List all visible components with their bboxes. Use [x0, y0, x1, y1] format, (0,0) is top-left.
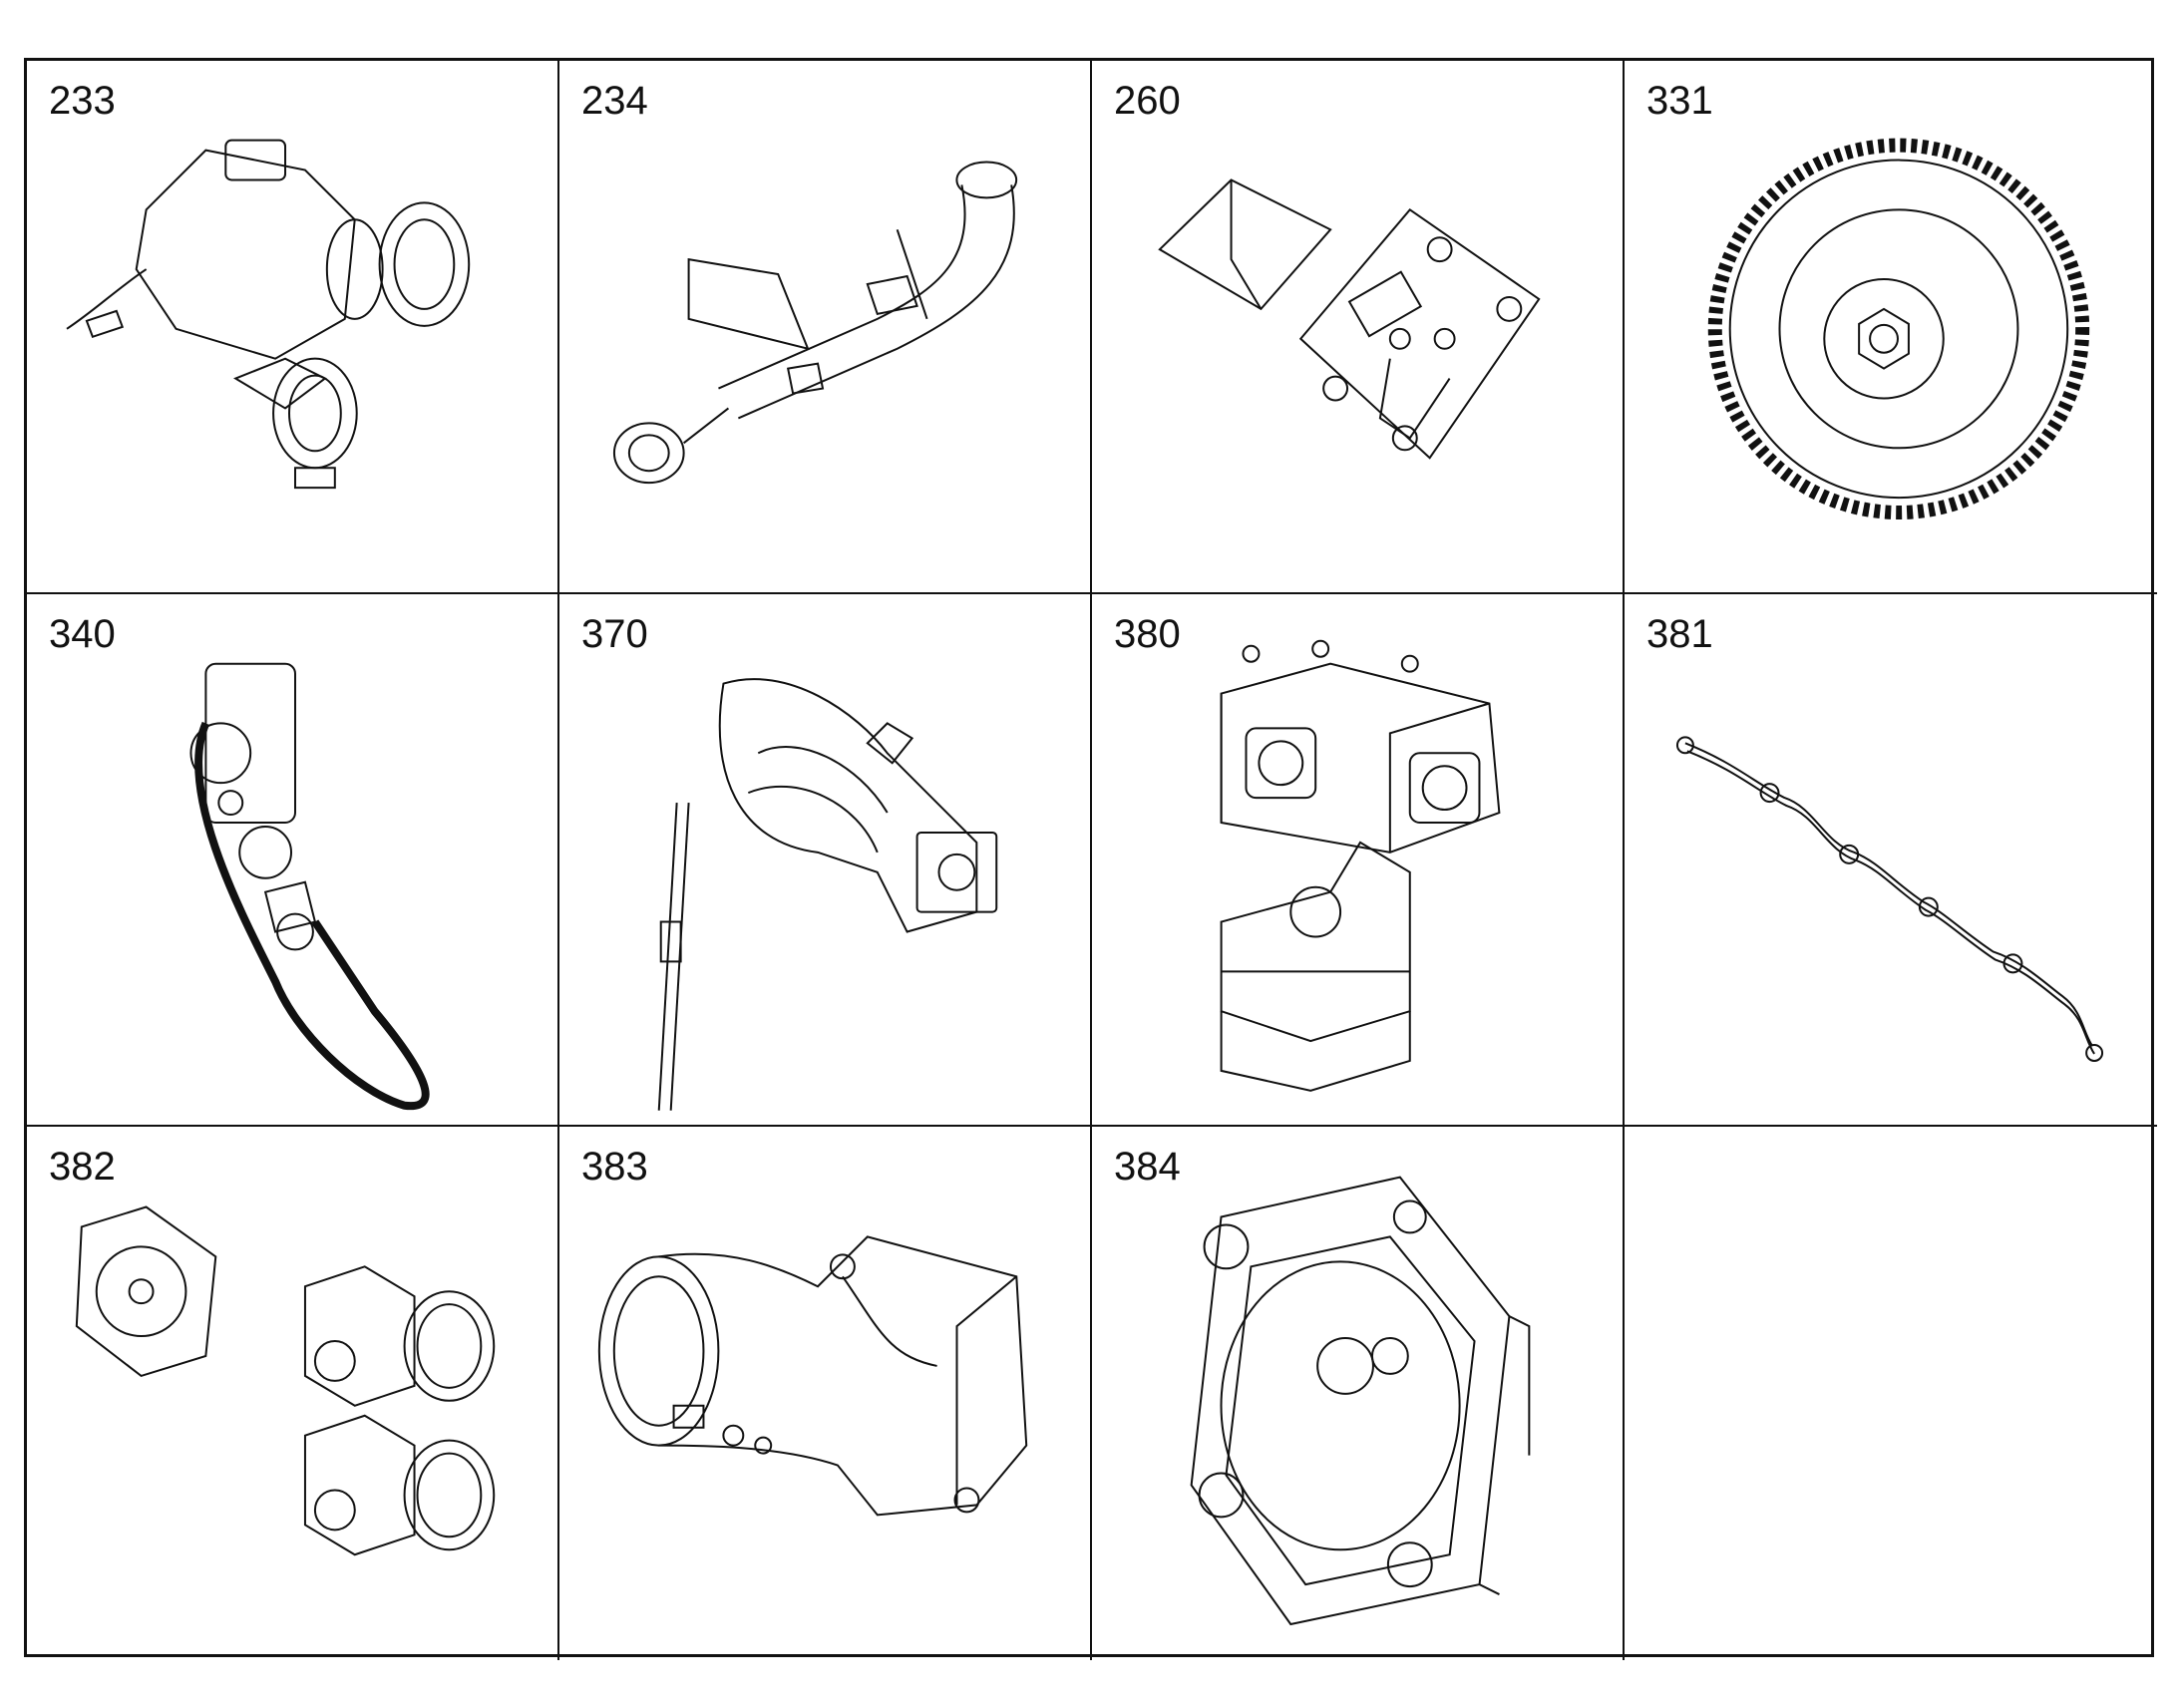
part-cell-383[interactable]: 383	[559, 1127, 1092, 1660]
part-number: 380	[1114, 611, 1181, 656]
exhaust-manifold-icon	[559, 594, 1090, 1126]
turbocharger-pipe-icon	[27, 61, 557, 592]
part-number: 340	[49, 611, 116, 656]
part-number: 370	[581, 611, 648, 656]
gear-icon	[1625, 61, 2157, 592]
elbow-housing-icon	[559, 1127, 1090, 1660]
part-cell-382[interactable]: 382	[27, 1127, 559, 1660]
part-number: 233	[49, 79, 116, 123]
part-cell-370[interactable]: 370	[559, 593, 1092, 1128]
intake-pipe-bracket-icon	[559, 61, 1090, 592]
part-cell-331[interactable]: 331	[1625, 61, 2157, 594]
wiring-harness-icon	[1625, 594, 2157, 1126]
part-number: 331	[1646, 79, 1713, 123]
part-cell-384[interactable]: 384	[1092, 1127, 1625, 1660]
mounting-plate-bracket-icon	[1092, 61, 1623, 592]
flange-housings-icon	[27, 1127, 557, 1660]
part-number: 383	[581, 1145, 648, 1190]
part-number: 260	[1114, 79, 1181, 123]
part-cell-234[interactable]: 234	[559, 61, 1092, 594]
part-number: 384	[1114, 1145, 1181, 1190]
part-number: 382	[49, 1145, 116, 1190]
valve-housing-assembly-icon	[1092, 594, 1623, 1126]
part-cell-380[interactable]: 380	[1092, 593, 1625, 1128]
part-cell-260[interactable]: 260	[1092, 61, 1625, 594]
part-cell-233[interactable]: 233	[27, 61, 559, 594]
flange-cover-icon	[1092, 1127, 1623, 1660]
belt-drive-icon	[27, 594, 557, 1126]
part-number: 381	[1646, 611, 1713, 656]
parts-grid: 233 234	[24, 58, 2157, 1660]
part-cell-340[interactable]: 340	[27, 593, 559, 1128]
empty-cell	[1625, 1127, 2157, 1660]
part-number: 234	[581, 79, 648, 123]
part-cell-381[interactable]: 381	[1625, 594, 2157, 1128]
